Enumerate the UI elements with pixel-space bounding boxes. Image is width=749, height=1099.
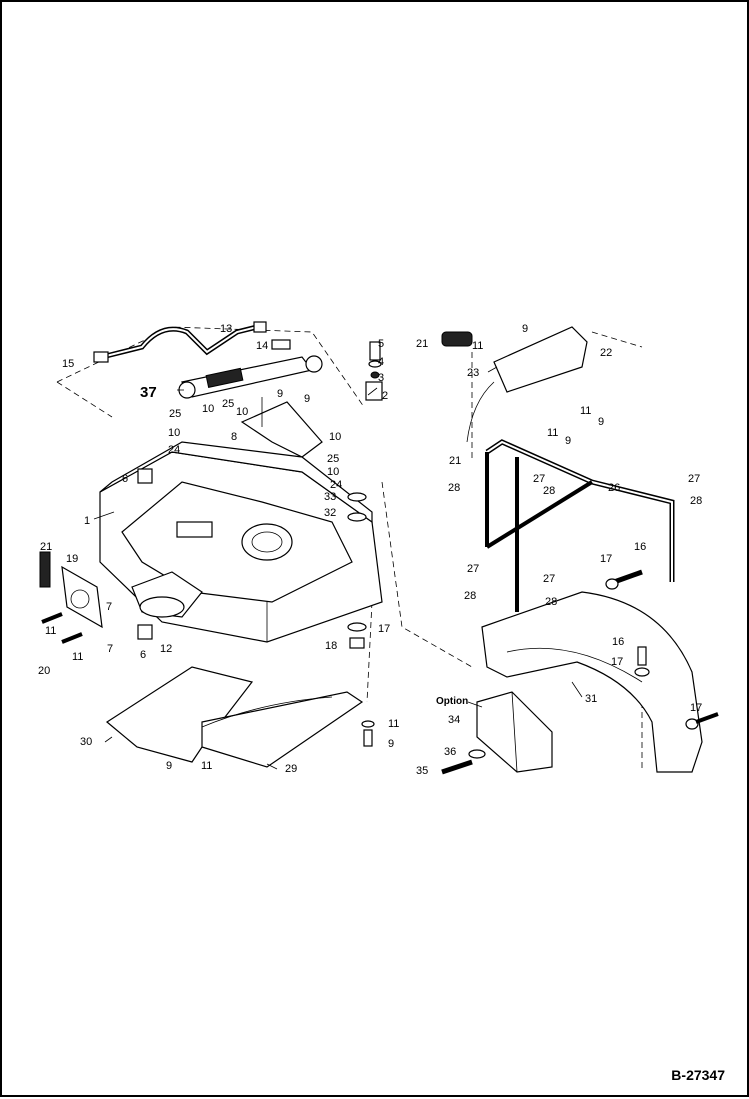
callout-10-a: 10 bbox=[202, 403, 214, 415]
callout-9-a: 9 bbox=[277, 388, 283, 400]
callout-17-b: 17 bbox=[600, 553, 612, 565]
callout-1: 1 bbox=[84, 515, 90, 527]
callout-2: 2 bbox=[382, 390, 388, 402]
callout-20: 20 bbox=[38, 665, 50, 677]
callout-26: 26 bbox=[608, 482, 620, 494]
callout-21-b: 21 bbox=[416, 338, 428, 350]
callout-6-a: 6 bbox=[122, 473, 128, 485]
callout-11-c: 11 bbox=[201, 760, 212, 772]
callout-27-d: 27 bbox=[543, 573, 555, 585]
callout-37: 37 bbox=[140, 384, 157, 401]
callout-28-a: 28 bbox=[448, 482, 460, 494]
callout-17-d: 17 bbox=[690, 702, 702, 714]
callout-31: 31 bbox=[585, 693, 597, 705]
callout-18: 18 bbox=[325, 640, 337, 652]
callout-11-a: 11 bbox=[45, 625, 56, 637]
callout-7-b: 7 bbox=[107, 643, 113, 655]
upper-frame bbox=[99, 441, 383, 643]
hydraulic-hose bbox=[93, 321, 291, 363]
callout-10-c: 10 bbox=[168, 427, 180, 439]
callout-11-b: 11 bbox=[72, 651, 83, 663]
callout-11-d: 11 bbox=[388, 718, 399, 730]
guard-frame bbox=[485, 439, 675, 612]
bolts-floor-right bbox=[361, 720, 375, 747]
callout-36: 36 bbox=[444, 746, 456, 758]
callout-29: 29 bbox=[285, 763, 297, 775]
callout-11-g: 11 bbox=[547, 427, 558, 439]
callout-3: 3 bbox=[378, 372, 384, 384]
callout-10-e: 10 bbox=[327, 466, 339, 478]
callout-27-c: 27 bbox=[467, 563, 479, 575]
callout-8: 8 bbox=[231, 431, 237, 443]
option-weight-block bbox=[476, 691, 553, 773]
callout-24-b: 24 bbox=[330, 479, 342, 491]
callout-19: 19 bbox=[66, 553, 78, 565]
callout-28-e: 28 bbox=[545, 596, 557, 608]
hydraulic-cylinder bbox=[178, 355, 323, 399]
callout-5: 5 bbox=[378, 338, 384, 350]
callout-14: 14 bbox=[256, 340, 268, 352]
reference-id: B-27347 bbox=[671, 1067, 725, 1083]
bracket-plate bbox=[240, 397, 323, 458]
callout-25-a: 25 bbox=[222, 398, 234, 410]
callout-12: 12 bbox=[160, 643, 172, 655]
callout-35: 35 bbox=[416, 765, 428, 777]
callout-7-a: 7 bbox=[106, 601, 112, 613]
leader-lines bbox=[93, 366, 609, 770]
callout-25-b: 25 bbox=[169, 408, 181, 420]
callout-22: 22 bbox=[600, 347, 612, 359]
bolts-right bbox=[605, 569, 719, 730]
callout-11-f: 11 bbox=[580, 405, 591, 417]
callout-6-b: 6 bbox=[140, 649, 146, 661]
callout-option: Option bbox=[436, 696, 468, 707]
callout-34: 34 bbox=[448, 714, 460, 726]
callout-10-d: 10 bbox=[329, 431, 341, 443]
callout-17-c: 17 bbox=[611, 656, 623, 668]
callout-27-b: 27 bbox=[688, 473, 700, 485]
right-top-bracket bbox=[441, 326, 588, 443]
callout-27-a: 27 bbox=[533, 473, 545, 485]
option-bolt bbox=[441, 749, 486, 775]
callout-25-c: 25 bbox=[327, 453, 339, 465]
callout-9-d: 9 bbox=[388, 738, 394, 750]
pin-stack bbox=[365, 341, 383, 401]
callout-9-f: 9 bbox=[598, 416, 604, 428]
callout-9-e: 9 bbox=[522, 323, 528, 335]
callout-13: 13 bbox=[220, 323, 232, 335]
floor-plates bbox=[105, 666, 364, 768]
callout-9-c: 9 bbox=[166, 760, 172, 772]
callout-24-a: 24 bbox=[168, 444, 180, 456]
callout-labels: 13 14 15 37 9 10 25 25 10 9 10 8 10 24 6… bbox=[38, 323, 702, 777]
callout-16-b: 16 bbox=[612, 636, 624, 648]
callout-33: 33 bbox=[324, 491, 336, 503]
callout-9-b: 9 bbox=[304, 393, 310, 405]
callout-30: 30 bbox=[80, 736, 92, 748]
callout-28-c: 28 bbox=[690, 495, 702, 507]
callout-32: 32 bbox=[324, 507, 336, 519]
callout-10-b: 10 bbox=[236, 406, 248, 418]
callout-28-b: 28 bbox=[543, 485, 555, 497]
bolts-left bbox=[41, 612, 83, 644]
callout-21-a: 21 bbox=[40, 541, 52, 553]
callout-28-d: 28 bbox=[464, 590, 476, 602]
callout-9-g: 9 bbox=[565, 435, 571, 447]
counterweight bbox=[481, 591, 703, 773]
callout-15: 15 bbox=[62, 358, 74, 370]
callout-21-c: 21 bbox=[449, 455, 461, 467]
cover-plate bbox=[61, 565, 103, 629]
callout-17-a: 17 bbox=[378, 623, 390, 635]
callout-16-a: 16 bbox=[634, 541, 646, 553]
callout-11-e: 11 bbox=[472, 340, 483, 352]
callout-4: 4 bbox=[378, 356, 384, 368]
callout-23: 23 bbox=[467, 367, 479, 379]
spring-left bbox=[39, 551, 51, 588]
washers-center bbox=[347, 492, 367, 649]
